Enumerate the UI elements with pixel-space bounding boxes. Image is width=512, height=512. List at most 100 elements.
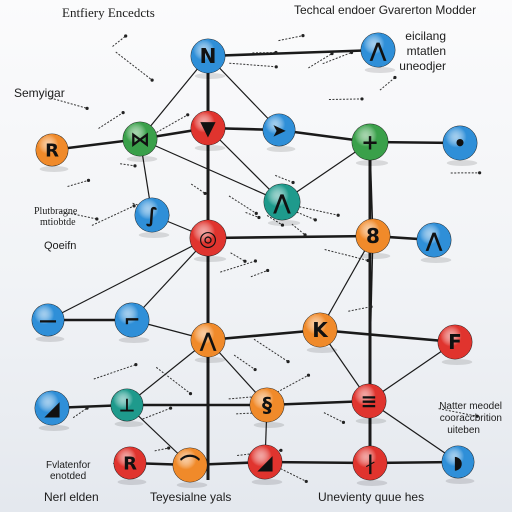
annotation-stroke [153,113,190,135]
node-n2: ⋀ [360,32,396,73]
label-right-lower-2: cooraccbrition [439,413,502,424]
node-n4: ⋈ [122,121,158,162]
node-n3: R [35,133,69,172]
annotation-stroke [228,195,258,215]
node-glyph-icon: ⋀ [200,328,217,352]
label-bottom-left-1: Fvlatenfor [46,460,91,471]
annotation-stroke [93,363,138,380]
node-n27: ◗ [441,445,475,484]
edge-n11-n15 [131,237,209,321]
node-glyph-icon: ◗ [453,453,462,474]
label-left-mid-2: mtiobtde [40,217,76,228]
label-right-upper-2: mtatlen [406,44,446,58]
annotation-stroke [324,249,370,263]
annotation-stroke [252,50,278,55]
node-glyph-icon: R [45,141,59,162]
node-n14: — [31,303,65,342]
annotation-stroke [274,465,308,484]
node-n24: ⌒ [172,447,208,488]
annotation-stroke [120,163,137,168]
node-glyph-icon: ∤ [365,451,375,475]
node-n5: ▼ [190,110,226,151]
annotation-stroke [278,34,305,42]
edge-n1-n2 [207,48,379,58]
node-glyph-icon: F [448,330,462,354]
edge-n17-n18 [319,328,456,344]
label-top-right: Techcal endoer Gvarerton Modder [294,3,477,17]
node-n7: + [351,123,389,166]
node-n18: F [437,324,473,365]
node-n25: ◢ [247,444,283,485]
annotation-stroke [323,412,346,424]
label-bottom-center: Teyesialne yals [150,490,232,504]
node-n22: ≡ [351,383,387,424]
label-right-lower-1: Natter meodel [439,401,502,412]
annotation-stroke [98,110,125,129]
node-n12: 8 [355,218,391,259]
node-glyph-icon: ◢ [257,450,273,474]
node-glyph-icon: ▼ [200,116,216,140]
annotation-stroke [275,174,295,185]
nodes-layer: N ⋀ R ⋈ ▼ ➤ + • ∫ ⋀ ◎ 8 ⋀ — ⌐ ⋀ K F ◢ ⊥ § ≡ R ⌒ ◢ ∤ ◗ [31,32,478,488]
label-left-mid-1: Plutbragne [34,206,78,217]
edge-n1-n4 [139,55,209,140]
annotation-stroke [245,211,261,220]
annotation-stroke [112,34,128,47]
node-glyph-icon: R [123,454,137,475]
annotation-stroke [154,446,171,452]
edge-n22-n27 [368,400,459,463]
node-n21: § [249,387,285,428]
node-glyph-icon: ◢ [44,396,60,420]
node-glyph-icon: § [262,393,272,417]
node-glyph-icon: ➤ [271,121,286,142]
node-glyph-icon: ◎ [199,227,217,251]
node-glyph-icon: ⊥ [119,396,135,417]
node-glyph-icon: ⌒ [180,453,200,477]
node-n17: K [302,312,338,353]
annotation-stroke [50,97,89,110]
annotation-stroke [115,51,154,82]
annotation-stroke [299,206,340,217]
annotation-stroke [230,252,247,263]
label-bottom-left-2: enotded [50,471,87,482]
annotation-stroke [155,366,193,396]
annotation-stroke [220,259,257,273]
node-n11: ◎ [189,219,227,262]
annotation-stroke [266,215,285,227]
label-bottom-left-3: Nerl elden [44,490,99,504]
annotation-stroke [229,62,278,69]
label-right-upper-1: eicilang [405,29,446,43]
annotation-stroke [450,171,482,175]
node-n6: ➤ [262,113,296,152]
annotation-stroke [190,183,207,196]
edge-n16-n17 [207,328,321,342]
node-n10: ⋀ [263,183,301,226]
node-glyph-icon: ⌐ [124,308,141,332]
node-n13: ⋀ [416,222,452,263]
annotation-stroke [67,178,91,187]
node-glyph-icon: K [312,318,329,342]
node-glyph-icon: • [454,131,467,155]
node-n19: ◢ [34,390,70,431]
node-glyph-icon: ≡ [361,389,378,413]
annotation-stroke [250,268,270,278]
node-n1: N [190,38,226,79]
node-n9: ∫ [134,197,170,238]
annotation-stroke [379,75,397,91]
annotation-stroke [233,354,257,372]
node-glyph-icon: ∫ [146,203,158,227]
node-glyph-icon: 8 [366,224,380,248]
annotation-stroke [308,51,334,69]
annotation-stroke [142,406,173,420]
annotation-stroke [322,50,354,65]
annotation-stroke [91,204,136,226]
annotation-stroke [348,305,373,312]
node-n20: ⊥ [110,388,144,427]
label-top-left: Entfiery Encedcts [62,5,155,20]
node-n16: ⋀ [190,322,226,363]
node-glyph-icon: ⋀ [426,228,443,252]
edge-n11-n14 [47,237,209,321]
edge-n4-n10 [139,138,283,203]
